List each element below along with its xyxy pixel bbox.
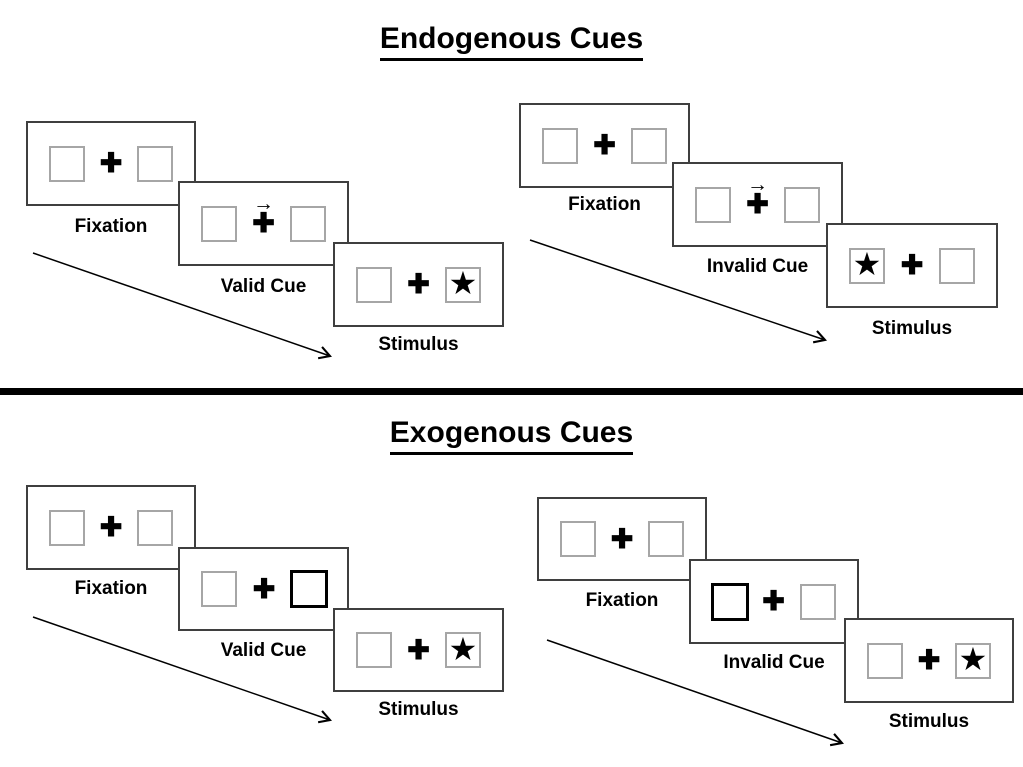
star-icon: ★ xyxy=(448,630,478,667)
endogenous-valid-fixation-panel: ✚ xyxy=(26,121,196,206)
invalid-cue-label: Invalid Cue xyxy=(723,652,825,673)
endogenous-valid-cue-panel: → ✚ xyxy=(178,181,349,266)
exogenous-valid-stimulus-panel: ✚ ★ xyxy=(333,608,504,692)
left-placeholder-box xyxy=(867,642,903,679)
fixation-center: ✚ xyxy=(100,150,123,177)
left-placeholder-box xyxy=(201,205,237,242)
exogenous-invalid-fixation-panel: ✚ xyxy=(537,497,707,581)
right-placeholder-box xyxy=(784,186,820,223)
endogenous-invalid-stimulus-panel: ★ ✚ xyxy=(826,223,998,308)
fixation-center: ✚ xyxy=(610,523,634,554)
cue-center: → ✚ xyxy=(252,193,275,238)
fixation-cross-icon: ✚ xyxy=(407,634,430,665)
fixation-cross-icon: ✚ xyxy=(252,208,275,238)
cue-arrow-right-icon: → xyxy=(747,173,768,196)
exogenous-invalid-cue-panel: ✚ xyxy=(689,559,859,644)
right-target-box: ★ xyxy=(445,632,481,668)
timeline-arrow xyxy=(529,239,828,344)
fixation-cross-icon: ✚ xyxy=(593,130,616,160)
fixation-label: Fixation xyxy=(74,216,148,237)
right-placeholder-box xyxy=(800,583,836,620)
cue-center: → ✚ xyxy=(746,174,769,219)
fixation-label: Fixation xyxy=(74,578,148,599)
right-placeholder-box xyxy=(648,521,684,557)
exogenous-section-title: Exogenous Cues xyxy=(0,416,1023,455)
star-icon: ★ xyxy=(852,246,882,282)
left-highlighted-cue-box xyxy=(710,582,749,621)
endogenous-invalid-cue-panel: → ✚ xyxy=(672,162,843,247)
fixation-cross-icon: ✚ xyxy=(917,645,941,675)
fixation-center: ✚ xyxy=(593,132,616,159)
fixation-cross-icon: ✚ xyxy=(900,250,924,280)
left-target-box: ★ xyxy=(849,246,885,284)
exogenous-title-text: Exogenous Cues xyxy=(389,416,634,455)
right-placeholder-box xyxy=(631,127,667,164)
fixation-cross-icon: ✚ xyxy=(252,573,276,604)
right-target-box: ★ xyxy=(445,265,481,303)
left-placeholder-box xyxy=(356,266,392,303)
star-icon: ★ xyxy=(448,265,478,301)
invalid-cue-label: Invalid Cue xyxy=(706,256,809,277)
timeline-arrow xyxy=(546,639,844,747)
stimulus-label: Stimulus xyxy=(378,334,459,355)
valid-cue-label: Valid Cue xyxy=(220,640,307,661)
fixation-cross-icon: ✚ xyxy=(407,269,430,299)
right-placeholder-box xyxy=(290,205,326,242)
fixation-center: ✚ xyxy=(918,647,941,674)
right-placeholder-box xyxy=(939,247,975,284)
stimulus-label: Stimulus xyxy=(378,699,459,720)
fixation-center: ✚ xyxy=(901,252,924,279)
left-placeholder-box xyxy=(49,509,85,546)
fixation-label: Fixation xyxy=(568,194,641,215)
valid-cue-label: Valid Cue xyxy=(220,276,307,297)
cue-arrow-right-icon: → xyxy=(253,192,274,215)
fixation-cross-icon: ✚ xyxy=(99,148,123,178)
left-placeholder-box xyxy=(49,145,85,182)
endogenous-invalid-fixation-panel: ✚ xyxy=(519,103,690,188)
fixation-cross-icon: ✚ xyxy=(746,189,769,219)
stimulus-label: Stimulus xyxy=(871,318,953,339)
fixation-center: ✚ xyxy=(407,271,430,298)
timeline-arrow xyxy=(32,252,332,360)
section-divider xyxy=(0,388,1023,395)
endogenous-title-text: Endogenous Cues xyxy=(379,22,644,61)
fixation-cross-icon: ✚ xyxy=(610,523,634,554)
stimulus-label: Stimulus xyxy=(888,711,970,732)
star-icon: ★ xyxy=(958,641,988,677)
left-placeholder-box xyxy=(356,632,392,668)
fixation-center: ✚ xyxy=(407,634,430,665)
right-placeholder-box xyxy=(137,145,173,182)
timeline-arrow xyxy=(32,616,332,724)
left-placeholder-box xyxy=(542,127,578,164)
fixation-cross-icon: ✚ xyxy=(762,586,785,616)
right-highlighted-cue-box xyxy=(289,570,328,608)
fixation-cross-icon: ✚ xyxy=(99,512,123,542)
right-placeholder-box xyxy=(137,509,173,546)
exogenous-valid-cue-panel: ✚ xyxy=(178,547,349,631)
fixation-label: Fixation xyxy=(585,590,659,611)
fixation-center: ✚ xyxy=(100,514,123,541)
left-placeholder-box xyxy=(560,521,596,557)
exogenous-valid-fixation-panel: ✚ xyxy=(26,485,196,570)
endogenous-valid-stimulus-panel: ✚ ★ xyxy=(333,242,504,327)
fixation-center: ✚ xyxy=(762,588,785,615)
exogenous-invalid-stimulus-panel: ✚ ★ xyxy=(844,618,1014,703)
left-placeholder-box xyxy=(201,571,237,607)
fixation-center: ✚ xyxy=(252,573,276,604)
right-target-box: ★ xyxy=(955,641,991,679)
left-placeholder-box xyxy=(695,186,731,223)
endogenous-section-title: Endogenous Cues xyxy=(0,22,1023,61)
